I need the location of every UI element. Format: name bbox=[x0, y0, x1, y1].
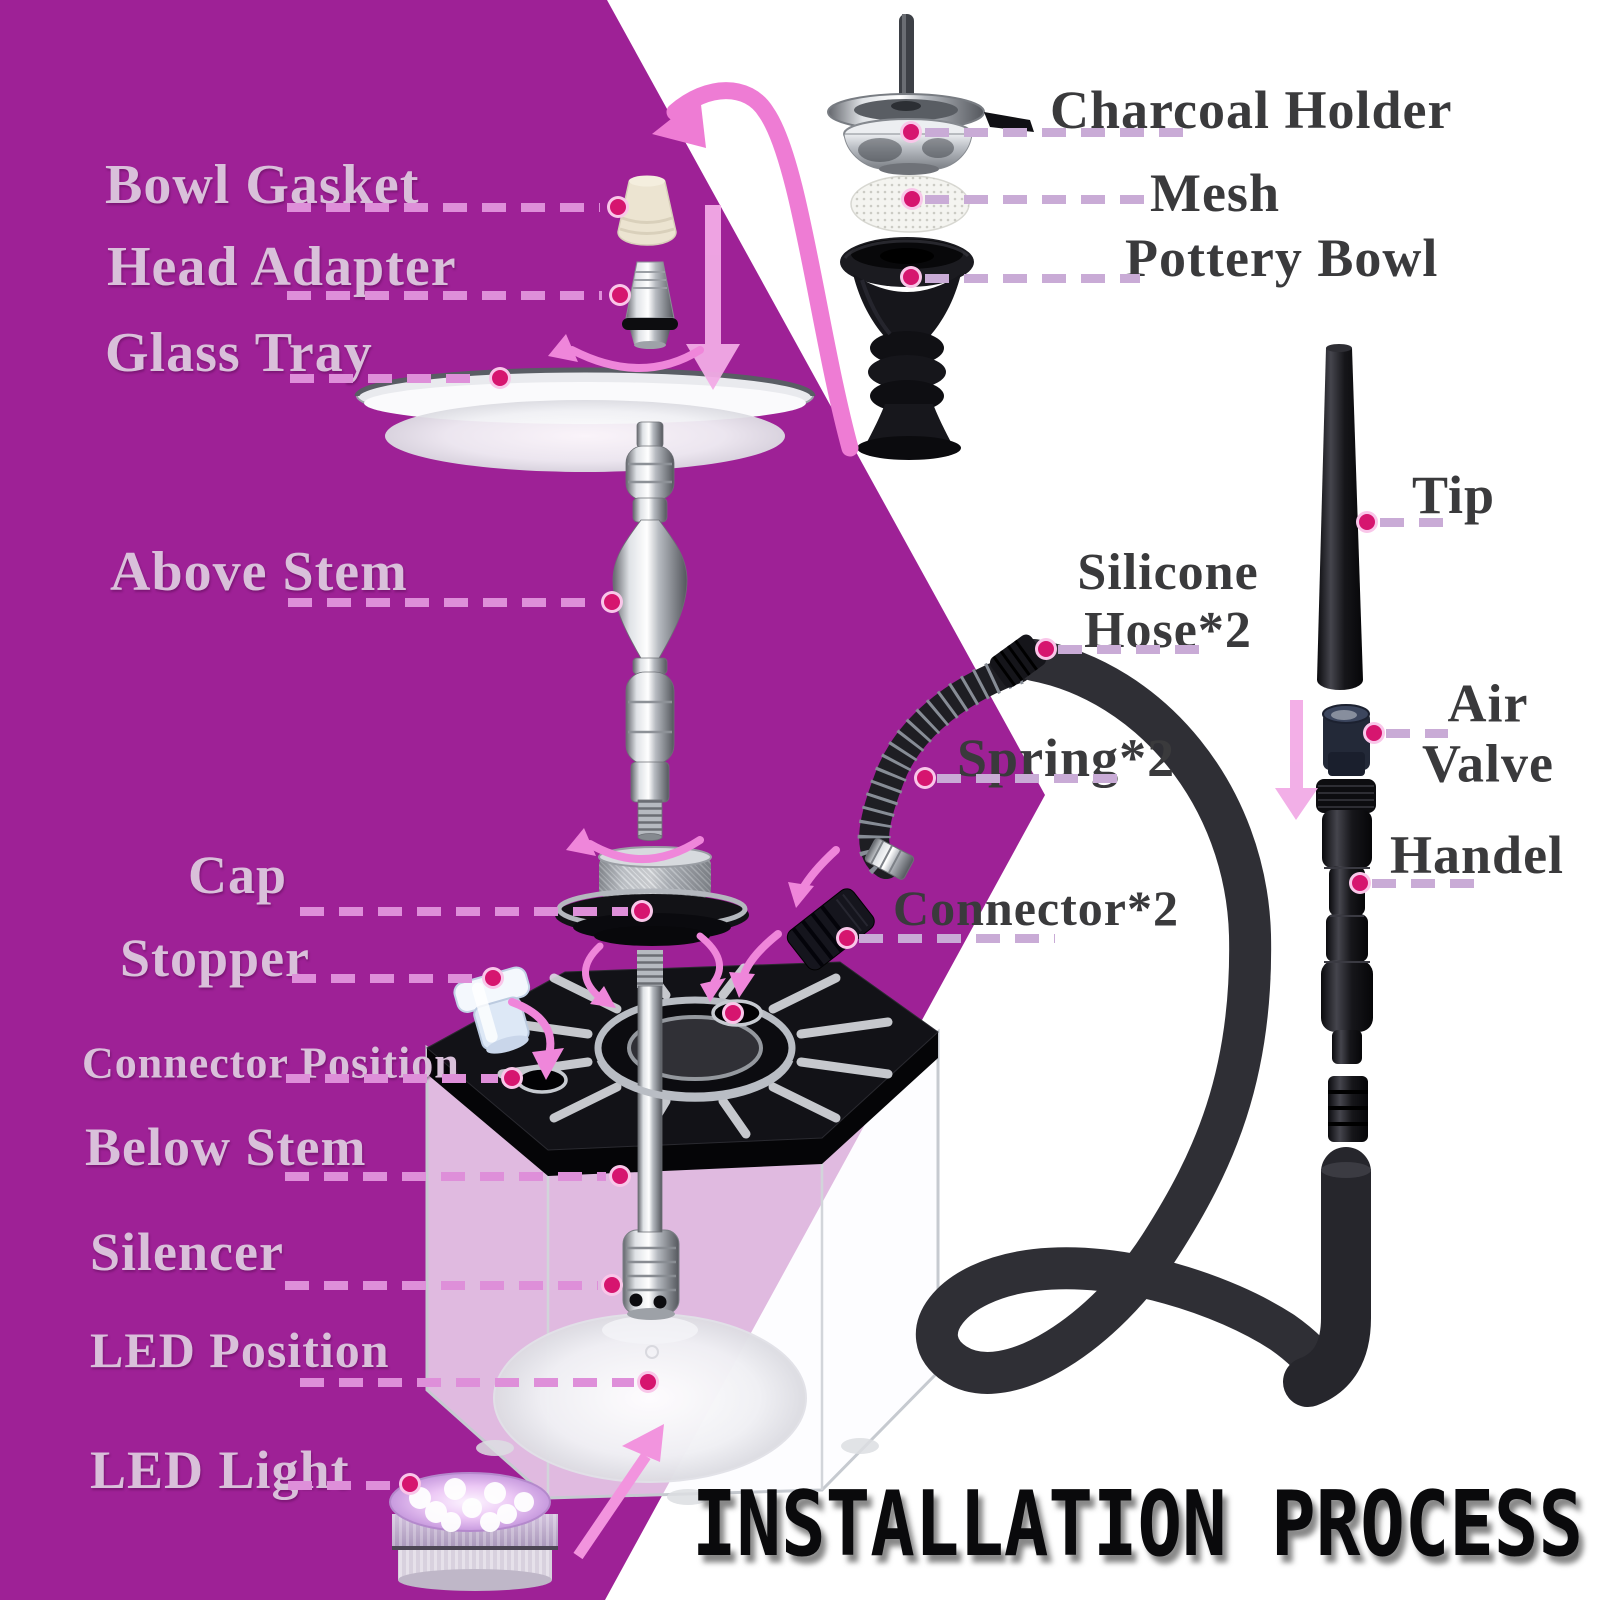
label-stopper: Stopper bbox=[120, 928, 311, 988]
stem-screw-arrow-right bbox=[696, 932, 724, 986]
leader-dot bbox=[1035, 638, 1057, 660]
led-light bbox=[362, 1454, 578, 1591]
silicone-hose bbox=[915, 634, 1345, 1395]
leader-dash bbox=[290, 374, 482, 383]
label-silicone-hose: Silicone Hose*2 bbox=[1077, 543, 1259, 659]
label-cap: Cap bbox=[188, 845, 288, 905]
leader-dash bbox=[937, 774, 1125, 783]
leader-dot bbox=[836, 927, 858, 949]
label-silencer: Silencer bbox=[90, 1222, 284, 1282]
hose-top-fitting bbox=[989, 634, 1047, 688]
below-stem bbox=[596, 950, 794, 1233]
install-swoosh-arrow bbox=[666, 82, 859, 457]
leader-dash bbox=[300, 1378, 634, 1387]
leader-dot bbox=[900, 121, 922, 143]
arrows bbox=[508, 82, 1318, 1560]
leader-dash bbox=[285, 1281, 598, 1290]
page-title: INSTALLATION PROCESS bbox=[692, 1472, 1584, 1577]
hose-grip bbox=[1283, 1147, 1371, 1407]
tip bbox=[1317, 344, 1363, 690]
leader-dash bbox=[859, 934, 1055, 943]
leader-dash bbox=[1386, 729, 1448, 738]
leader-dot bbox=[900, 266, 922, 288]
label-air-valve: Air Valve bbox=[1421, 673, 1555, 794]
frosted-dome bbox=[493, 1313, 807, 1483]
label-tip: Tip bbox=[1412, 465, 1496, 525]
leader-dash bbox=[287, 203, 600, 212]
leader-dash bbox=[925, 195, 1148, 204]
leader-dash bbox=[288, 598, 600, 607]
label-connector: Connector*2 bbox=[893, 880, 1179, 936]
leader-dot bbox=[399, 1473, 421, 1495]
leader-dot bbox=[601, 1274, 623, 1296]
leader-dot bbox=[901, 188, 923, 210]
leader-dot bbox=[1349, 872, 1371, 894]
charcoal-handle bbox=[984, 112, 1034, 132]
leader-dash bbox=[925, 128, 1185, 137]
charcoal-rod bbox=[899, 14, 914, 100]
stopper bbox=[453, 966, 531, 1054]
label-head-adapter: Head Adapter bbox=[107, 236, 457, 298]
leader-dash bbox=[285, 1172, 606, 1181]
handle-barb bbox=[1328, 1076, 1368, 1142]
leader-dot bbox=[631, 900, 653, 922]
leader-dot bbox=[501, 1067, 523, 1089]
above-stem bbox=[612, 421, 688, 841]
charcoal-holder bbox=[827, 14, 1034, 175]
leader-dash bbox=[286, 1074, 498, 1083]
leader-dash bbox=[1372, 879, 1482, 888]
leader-dash bbox=[287, 291, 602, 300]
label-below-stem: Below Stem bbox=[85, 1117, 367, 1177]
leader-dot bbox=[601, 591, 623, 613]
leader-dash bbox=[1380, 518, 1443, 527]
valve-down-arrow bbox=[1275, 700, 1318, 820]
leader-dot bbox=[722, 1002, 744, 1024]
leader-dot bbox=[637, 1371, 659, 1393]
label-mesh: Mesh bbox=[1150, 163, 1280, 223]
leader-dot bbox=[609, 1165, 631, 1187]
glass-tray bbox=[354, 367, 816, 472]
leader-dot bbox=[609, 284, 631, 306]
handle bbox=[1316, 779, 1376, 1142]
leader-dot bbox=[607, 196, 629, 218]
head-adapter bbox=[622, 261, 678, 349]
label-handel: Handel bbox=[1390, 825, 1565, 885]
led-arrow bbox=[573, 1452, 651, 1560]
silencer bbox=[622, 1229, 680, 1320]
leader-dot bbox=[1363, 722, 1385, 744]
label-above-stem: Above Stem bbox=[110, 541, 408, 603]
leader-dot bbox=[489, 367, 511, 389]
leader-dot bbox=[482, 967, 504, 989]
air-valve bbox=[1322, 704, 1370, 776]
connector-arrow-a bbox=[798, 846, 840, 894]
swoosh-arrowhead bbox=[652, 96, 706, 148]
cap-rotate-arrow bbox=[586, 836, 704, 863]
top-down-arrow bbox=[686, 205, 740, 390]
label-pottery-bowl: Pottery Bowl bbox=[1125, 228, 1439, 288]
leader-dot bbox=[1356, 511, 1378, 533]
hex-plate bbox=[426, 961, 939, 1176]
label-glass-tray: Glass Tray bbox=[105, 322, 373, 384]
leader-dash bbox=[292, 974, 478, 983]
leader-dash bbox=[925, 274, 1140, 283]
leader-dash bbox=[300, 907, 628, 916]
label-led-light: LED Light bbox=[90, 1440, 350, 1500]
spring-hose bbox=[857, 652, 1033, 880]
bowl-gasket bbox=[617, 175, 677, 246]
leader-dot bbox=[914, 767, 936, 789]
label-led-position: LED Position bbox=[90, 1322, 390, 1378]
adapter-rotate-arrow bbox=[568, 346, 704, 372]
stem-screw-arrow-left bbox=[582, 942, 604, 1000]
led-arrowhead bbox=[622, 1424, 664, 1462]
connector bbox=[786, 888, 875, 971]
leader-dash bbox=[1058, 645, 1205, 654]
leader-dash bbox=[288, 1481, 395, 1490]
